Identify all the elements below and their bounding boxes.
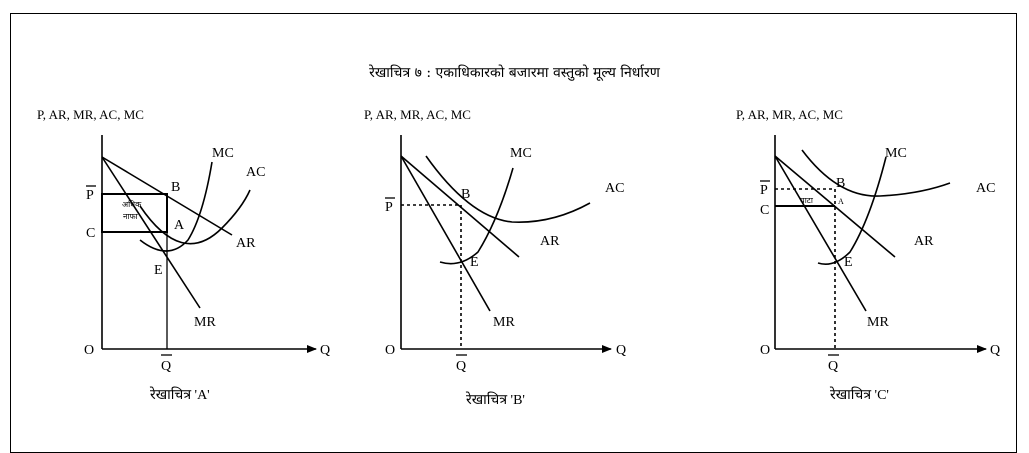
panel-c-point-b: B bbox=[836, 176, 845, 191]
panel-b-origin-label: O bbox=[385, 343, 395, 358]
panel-b-mr-curve bbox=[400, 155, 491, 312]
panel-a-mr-curve bbox=[101, 156, 201, 309]
panel-c-ac-label: AC bbox=[976, 181, 995, 196]
panel-b-quantity-label: Q bbox=[456, 359, 466, 374]
panel-a-quantity-label: Q bbox=[161, 359, 171, 374]
panel-b-point-b: B bbox=[461, 187, 470, 202]
panel-b-mr-label: MR bbox=[493, 315, 515, 330]
panel-a-x-axis-label: Q bbox=[320, 343, 330, 358]
panel-a-origin-label: O bbox=[84, 343, 94, 358]
panel-c-ar-label: AR bbox=[914, 234, 934, 249]
panel-c-ac-curve bbox=[801, 149, 951, 197]
panel-b-mc-curve bbox=[439, 167, 514, 265]
panel-a-point-a: A bbox=[174, 218, 185, 233]
panel-b: P, AR, MR, AC, MC O Q P B E MC AC AR MR … bbox=[364, 107, 626, 408]
panel-b-y-axis-label: P, AR, MR, AC, MC bbox=[364, 107, 471, 122]
panel-c-mr-label: MR bbox=[867, 315, 889, 330]
panel-b-ar-curve bbox=[400, 155, 520, 258]
panel-a-ar-label: AR bbox=[236, 236, 256, 251]
panel-c-origin-label: O bbox=[760, 343, 770, 358]
panel-b-ac-label: AC bbox=[605, 181, 624, 196]
diagram-canvas: P, AR, MR, AC, MC O Q अधिक नाफा P C B A … bbox=[37, 107, 1000, 408]
panel-c-mc-label: MC bbox=[885, 146, 907, 161]
panel-c-mr-curve bbox=[774, 155, 867, 312]
panel-a-cost-label: C bbox=[86, 226, 95, 241]
panel-a-region-line2: नाफा bbox=[123, 212, 139, 221]
panel-a-profit-rect bbox=[101, 193, 168, 233]
panel-c-price-label: P bbox=[760, 183, 768, 198]
panel-a-point-b: B bbox=[171, 180, 180, 195]
panel-a: P, AR, MR, AC, MC O Q अधिक नाफा P C B A … bbox=[37, 107, 330, 403]
panel-c-region-text: घाटा bbox=[800, 196, 814, 205]
panel-c-point-a: A bbox=[838, 197, 844, 206]
panel-b-ar-label: AR bbox=[540, 234, 560, 249]
panel-c-caption: रेखाचित्र 'C' bbox=[830, 386, 889, 403]
panel-a-point-e: E bbox=[154, 263, 163, 278]
panel-c: P, AR, MR, AC, MC O Q घाटा P C B A E MC … bbox=[736, 107, 1000, 403]
panel-b-x-axis-label: Q bbox=[616, 343, 626, 358]
panel-a-price-label: P bbox=[86, 188, 94, 203]
panel-b-point-e: E bbox=[470, 255, 479, 270]
panel-b-mc-label: MC bbox=[510, 146, 532, 161]
panel-c-y-axis-label: P, AR, MR, AC, MC bbox=[736, 107, 843, 122]
panel-a-ar-curve bbox=[101, 156, 233, 236]
panel-c-x-axis-label: Q bbox=[990, 343, 1000, 358]
panel-a-ac-label: AC bbox=[246, 165, 265, 180]
panel-c-ar-curve bbox=[774, 155, 896, 258]
panel-b-price-label: P bbox=[385, 200, 393, 215]
panel-a-y-axis-label: P, AR, MR, AC, MC bbox=[37, 107, 144, 122]
panel-a-mc-curve bbox=[139, 161, 213, 252]
panel-a-mr-label: MR bbox=[194, 315, 216, 330]
panel-c-cost-label: C bbox=[760, 203, 769, 218]
panel-b-caption: रेखाचित्र 'B' bbox=[466, 391, 525, 408]
panel-a-ac-curve bbox=[139, 189, 251, 245]
panel-a-caption: रेखाचित्र 'A' bbox=[150, 386, 210, 403]
panel-a-mc-label: MC bbox=[212, 146, 234, 161]
panel-c-quantity-label: Q bbox=[828, 359, 838, 374]
panel-b-ac-curve bbox=[425, 155, 591, 223]
figure-title: रेखाचित्र ७ : एकाधिकारको बजारमा वस्तुको … bbox=[369, 65, 660, 81]
panel-c-point-e: E bbox=[844, 255, 853, 270]
panel-c-mc-curve bbox=[817, 156, 887, 265]
